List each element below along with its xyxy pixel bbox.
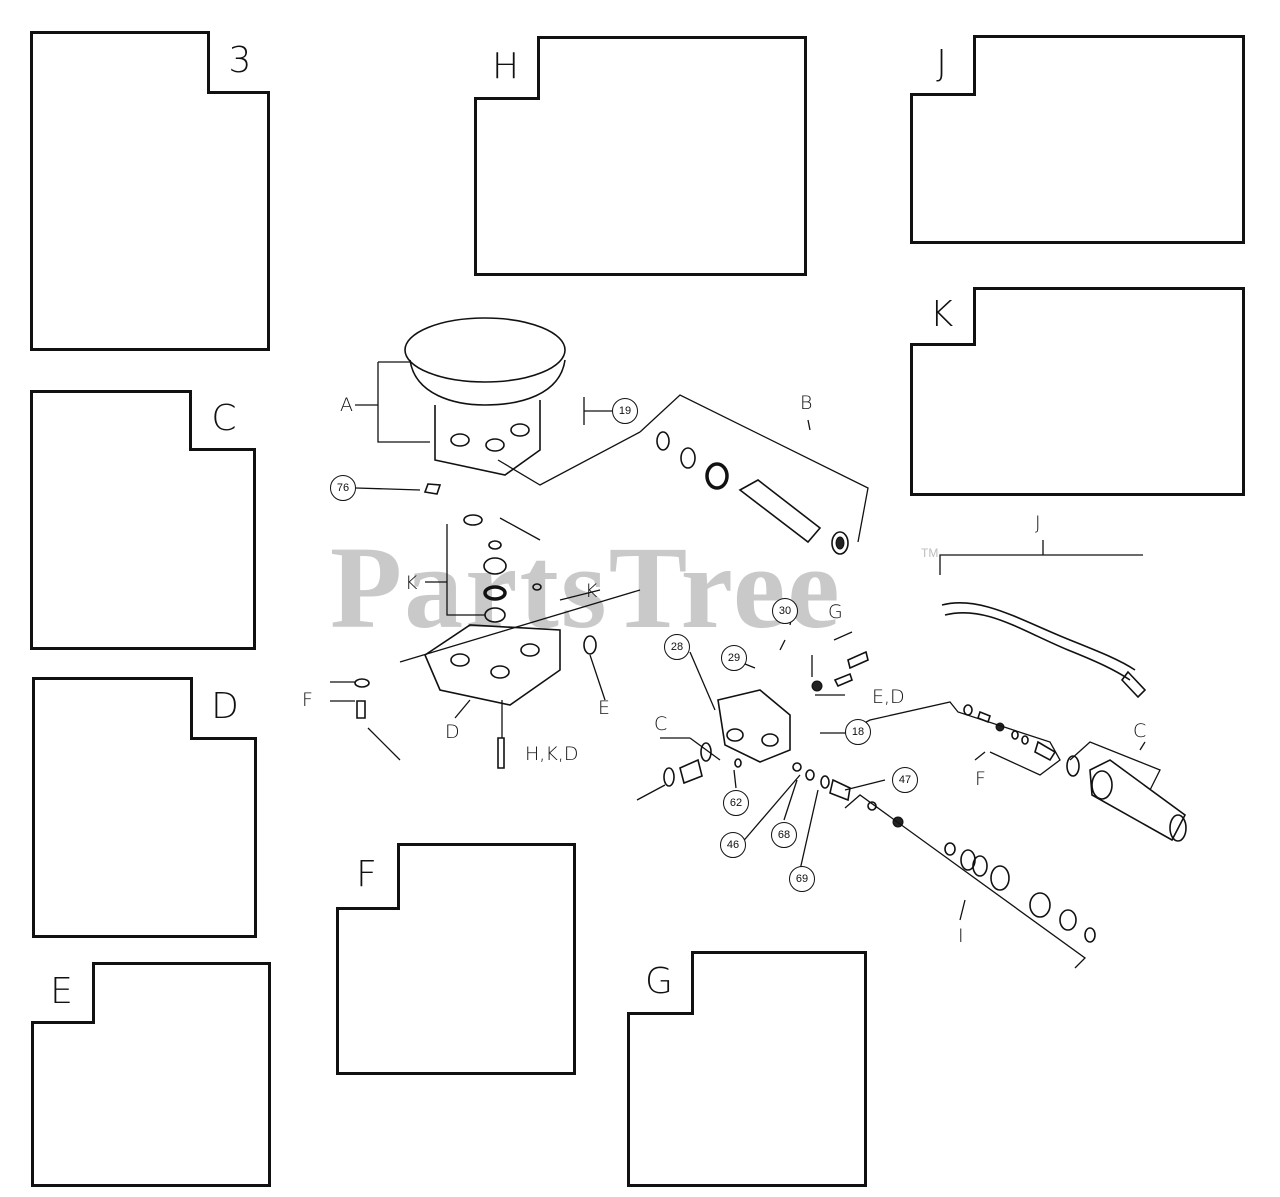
detail-panel-c: C bbox=[30, 390, 256, 650]
label-c-right: C bbox=[1133, 720, 1147, 742]
panel-h-tag: H bbox=[474, 36, 540, 100]
watermark-trademark: TM bbox=[921, 546, 939, 560]
panel-g-tag: G bbox=[627, 951, 694, 1015]
callout-46: 46 bbox=[720, 832, 746, 858]
callout-69: 69 bbox=[789, 866, 815, 892]
panel-e-tag: E bbox=[31, 962, 95, 1024]
label-hkd: H,K,D bbox=[525, 743, 579, 765]
panel-f-tag: F bbox=[336, 843, 400, 910]
label-g-main: G bbox=[828, 601, 843, 623]
leader-lines bbox=[330, 361, 1161, 969]
panel-j-tag: J bbox=[910, 35, 976, 96]
callout-28: 28 bbox=[664, 634, 690, 660]
label-b: B bbox=[800, 392, 813, 414]
label-f-left: F bbox=[302, 689, 313, 711]
callout-68: 68 bbox=[771, 822, 797, 848]
label-c-left: C bbox=[654, 713, 668, 735]
label-k-right: K bbox=[585, 580, 598, 602]
detail-panel-h: H bbox=[474, 36, 807, 276]
label-i-main: I bbox=[958, 925, 964, 947]
label-f-right: F bbox=[975, 768, 986, 790]
watermark: PartsTree bbox=[330, 522, 842, 653]
label-e-main: E bbox=[598, 697, 611, 719]
detail-panel-e: E bbox=[31, 962, 271, 1187]
label-k-left: K bbox=[405, 572, 418, 594]
detail-panel-f: F bbox=[336, 843, 576, 1075]
panel-c-tag: C bbox=[189, 390, 256, 451]
detail-panel-k: K bbox=[910, 287, 1245, 496]
main-assembly bbox=[354, 317, 1187, 943]
callout-30: 30 bbox=[772, 598, 798, 624]
callout-62: 62 bbox=[723, 790, 749, 816]
callout-47: 47 bbox=[892, 767, 918, 793]
callout-19: 19 bbox=[612, 398, 638, 424]
panel-d-tag: D bbox=[190, 677, 257, 740]
panel-k-tag: K bbox=[910, 287, 976, 346]
callout-29: 29 bbox=[721, 645, 747, 671]
detail-panel-b: 3 bbox=[30, 31, 270, 351]
panel-b-tag: 3 bbox=[207, 31, 270, 94]
label-a: A bbox=[340, 394, 353, 416]
callout-18: 18 bbox=[845, 719, 871, 745]
detail-panel-d: D bbox=[32, 677, 257, 938]
label-ed: E,D bbox=[872, 686, 905, 708]
label-d-main: D bbox=[445, 721, 460, 743]
label-j: J bbox=[1035, 512, 1041, 534]
detail-panel-g: G bbox=[627, 951, 867, 1187]
detail-panel-j: J bbox=[910, 35, 1245, 244]
callout-76: 76 bbox=[330, 475, 356, 501]
